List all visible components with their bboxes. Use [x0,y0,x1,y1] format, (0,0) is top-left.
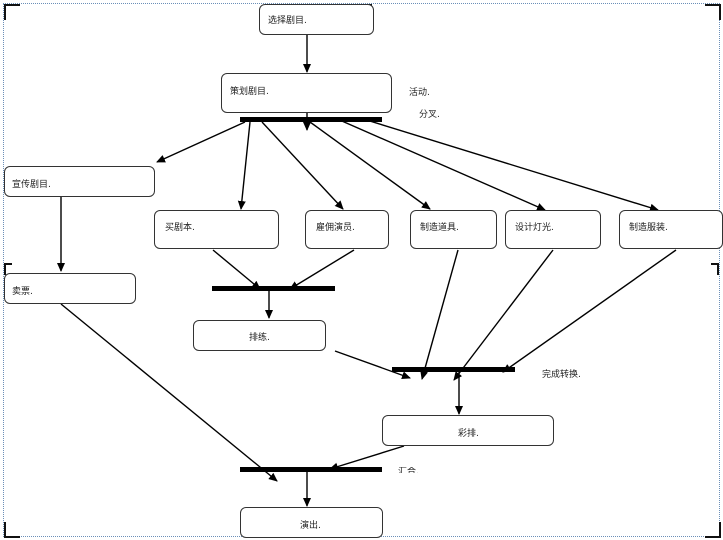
join-bar-complete [392,367,515,372]
node-design-lights-label: 设计灯光. [515,223,554,233]
node-buy-script[interactable] [154,210,279,249]
crop-mark-mid-right [711,263,719,275]
crop-mark-top-left [4,4,20,20]
edge-fork-to-hire-actors [261,121,344,210]
node-hire-actors-label: 雇佣演员. [316,223,355,233]
crop-mark-top-right [705,4,721,20]
edge-props-to-complete [420,249,459,380]
edge-fork-to-make-props [309,121,431,210]
note-join-complete: 完成转换. [542,370,581,380]
node-rehearse[interactable] [193,320,326,351]
node-sell-tickets[interactable] [4,273,136,304]
crop-mark-bottom-right [705,522,721,538]
join-bar-rehearse [212,286,335,291]
node-buy-script-label: 买剧本. [165,223,195,233]
node-design-lights[interactable] [505,210,601,249]
edge-rehearse-to-complete [334,350,411,380]
node-promote-label: 宣传剧目. [12,180,51,190]
node-rehearse-label: 排练. [249,333,270,343]
edge-hire-actors-to-join [289,249,355,290]
edge-fork-to-promote [156,121,246,163]
node-choose-play-label: 选择剧目. [268,16,307,26]
node-dress-rehearsal[interactable] [382,415,554,446]
edge-costumes-to-complete [502,249,677,373]
join-bar-final [240,467,382,472]
edge-lights-to-complete [453,249,554,381]
note-join-final: 汇合. [398,467,419,473]
edge-tickets-to-final [60,303,278,482]
node-plan-play-label: 策划剧目. [230,87,269,97]
node-plan-play[interactable] [221,73,392,113]
node-choose-play[interactable] [259,4,374,35]
node-hire-actors[interactable] [305,210,389,249]
note-activity: 活动. [409,88,430,98]
crop-mark-mid-left [4,263,12,275]
edge-fork-to-make-costumes [359,117,659,212]
edge-dress-to-final [329,445,405,471]
node-sell-tickets-label: 卖票. [12,287,33,297]
edge-buy-script-to-join [212,249,261,290]
node-make-props[interactable] [410,210,497,249]
edge-fork-to-design-lights [334,117,546,211]
node-make-costumes-label: 制造服装. [629,223,668,233]
node-perform[interactable] [240,507,383,538]
node-perform-label: 演出. [300,521,321,531]
node-promote[interactable] [4,166,155,197]
node-dress-rehearsal-label: 彩排. [458,429,479,439]
node-make-props-label: 制造道具. [420,223,459,233]
edge-fork-to-buy-script [237,121,251,210]
crop-mark-bottom-left [4,522,20,538]
note-fork: 分叉. [419,110,440,120]
fork-bar [240,117,382,122]
node-make-costumes[interactable] [619,210,723,249]
